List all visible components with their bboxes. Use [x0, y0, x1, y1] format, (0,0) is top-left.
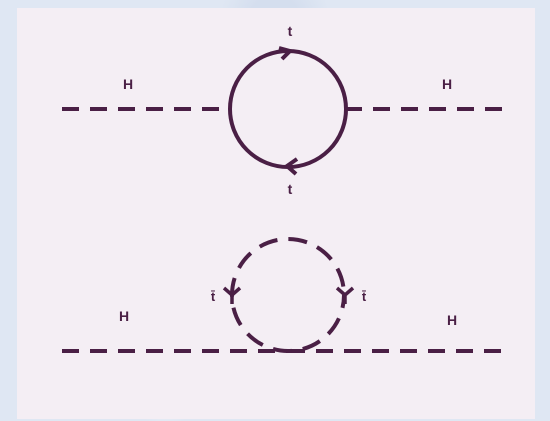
loop-bottom-arrow-icon — [283, 157, 299, 176]
loop-bottom-t-label: t — [288, 181, 293, 197]
loop-top-t-label: t — [288, 23, 293, 39]
top-left-h-label: H — [123, 76, 133, 92]
loop-right-arrow-icon — [335, 286, 355, 304]
top-quark-loop — [228, 49, 348, 169]
loop-left-arrow-icon — [222, 286, 242, 304]
bottom-right-h-label: H — [447, 312, 457, 328]
loop-top-arrow-icon — [278, 46, 294, 61]
bottom-left-h-label: H — [119, 308, 129, 324]
loop-left-tbar-label: t̄ — [211, 289, 216, 304]
loop-right-tbar-label: t̄ — [362, 289, 367, 304]
dashed-loop — [230, 237, 346, 353]
top-right-h-label: H — [442, 76, 452, 92]
